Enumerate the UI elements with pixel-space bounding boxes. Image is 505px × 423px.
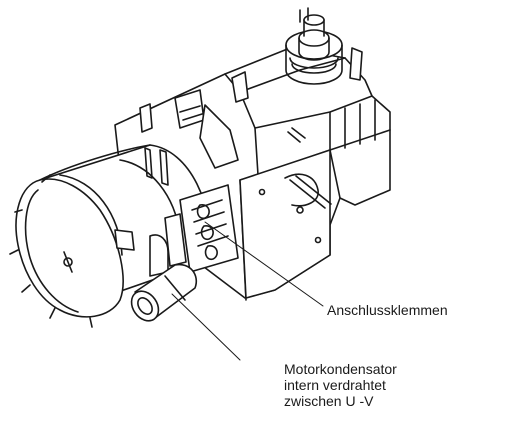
terminal-block <box>149 184 239 277</box>
output-shaft <box>285 7 363 85</box>
capacitor <box>130 263 197 322</box>
capacitor-label-line1: Motorkondensator <box>284 361 397 377</box>
capacitor-label-line2: intern verdrahtet <box>284 377 386 393</box>
mounting-bracket <box>139 71 306 169</box>
capacitor-label-line3: zwischen U -V <box>284 393 374 409</box>
terminals-label: Anschlussklemmen <box>327 302 448 318</box>
capacitor-label: Motorkondensator intern verdrahtet zwisc… <box>284 361 397 409</box>
leader-line-capacitor <box>171 293 241 361</box>
leader-line-terminals <box>204 221 324 307</box>
